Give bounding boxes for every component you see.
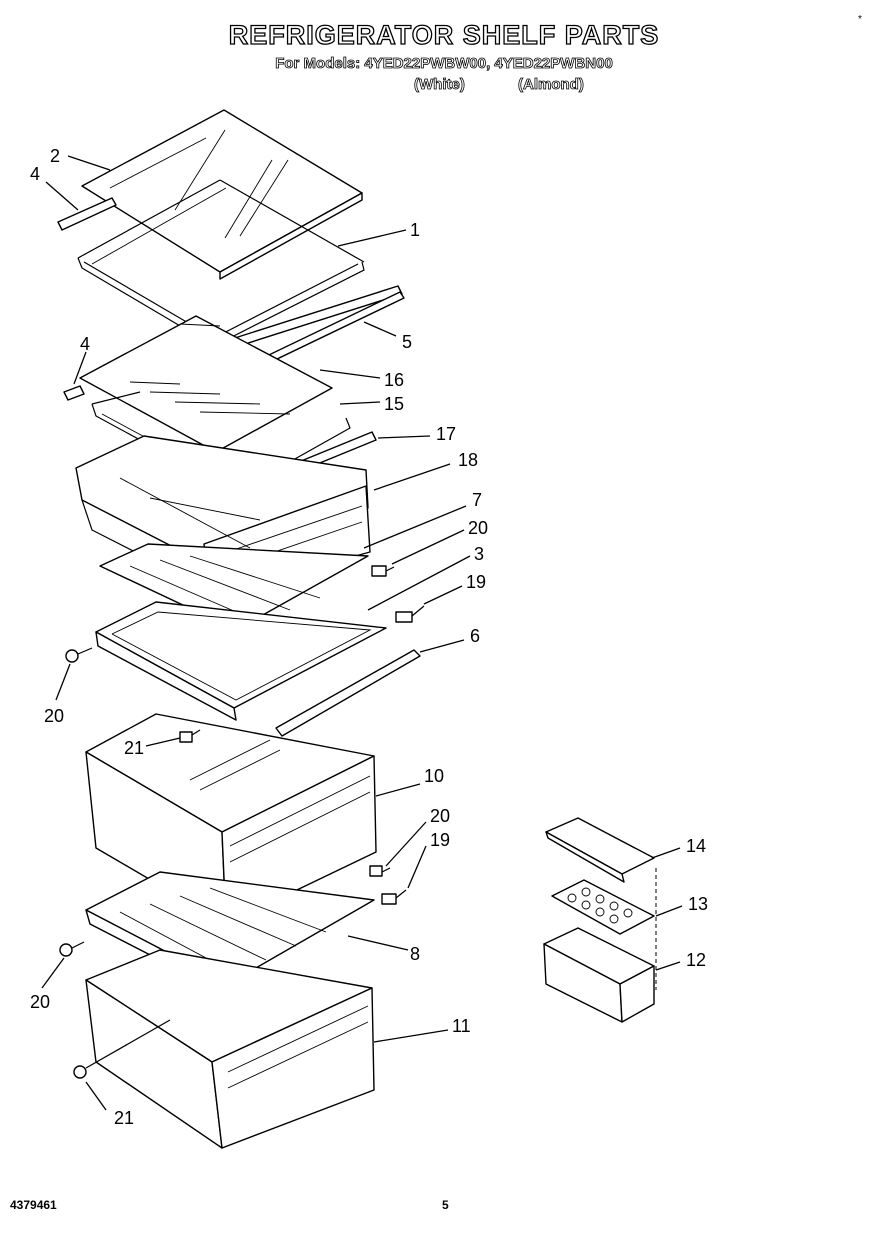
callout-19-b: 19	[430, 830, 450, 850]
callout-4-upper: 4	[30, 164, 40, 184]
color-white-label: (White)	[414, 76, 466, 94]
screw-icon-21-lower	[73, 1019, 171, 1079]
screw-icon-20-left-lower	[59, 941, 85, 957]
callout-5: 5	[402, 332, 412, 352]
egg-bin-part-12	[543, 927, 655, 1023]
callout-20-b: 20	[44, 706, 64, 726]
callout-10: 10	[424, 766, 444, 786]
callout-18: 18	[458, 450, 478, 470]
fastener-icons	[59, 565, 425, 1079]
lower-drawer-part-11	[85, 949, 375, 1149]
leader-lines	[41, 155, 683, 1111]
color-almond-label: (Almond)	[518, 76, 585, 94]
callout-21-b: 21	[114, 1108, 134, 1128]
glass-shelf-part-2	[81, 109, 363, 280]
clip-icon-19-lower	[381, 889, 407, 905]
callout-20-d: 20	[30, 992, 50, 1012]
front-trim-part-6	[275, 649, 421, 737]
page-title: REFRIGERATOR SHELF PARTS	[228, 19, 660, 50]
egg-tray-part-13	[551, 879, 655, 935]
end-cap-part-4-lower	[63, 385, 85, 401]
callout-8: 8	[410, 944, 420, 964]
callout-11: 11	[452, 1016, 471, 1036]
shelf-rail-part-4-upper	[57, 197, 117, 231]
glass-insert-part-16	[79, 315, 333, 453]
document-number: 4379461	[10, 1198, 57, 1212]
callout-7: 7	[472, 490, 482, 510]
model-numbers: For Models: 4YED22PWBW00, 4YED22PWBN00	[275, 55, 613, 73]
callout-2: 2	[50, 146, 60, 166]
callout-21-a: 21	[124, 738, 144, 758]
clip-icon-19-upper	[395, 605, 425, 623]
callout-14: 14	[686, 836, 706, 856]
screw-icon-20-left-upper	[65, 647, 93, 663]
callout-12: 12	[686, 950, 706, 970]
callout-15: 15	[384, 394, 404, 414]
callout-3: 3	[474, 544, 484, 564]
callout-4-lower: 4	[80, 334, 90, 354]
callout-17: 17	[436, 424, 456, 444]
corner-mark: *	[858, 14, 862, 25]
page-number: 5	[442, 1198, 449, 1212]
callout-16: 16	[384, 370, 404, 390]
screw-icon-20-right-upper	[371, 565, 395, 577]
callout-1: 1	[410, 220, 420, 240]
screw-icon-21-upper	[179, 729, 201, 743]
callout-20-c: 20	[430, 806, 450, 826]
screw-icon-20-right-lower	[369, 865, 391, 877]
callout-labels: 2 4 1 5 4 16 15 17 18 7 20 3 19 6 20 21 …	[30, 146, 708, 1128]
callout-19-a: 19	[466, 572, 486, 592]
callout-6: 6	[470, 626, 480, 646]
callout-20-a: 20	[468, 518, 488, 538]
egg-bin-cover-part-14	[545, 817, 655, 883]
crisper-frame-part-3	[95, 601, 387, 721]
callout-13: 13	[688, 894, 708, 914]
